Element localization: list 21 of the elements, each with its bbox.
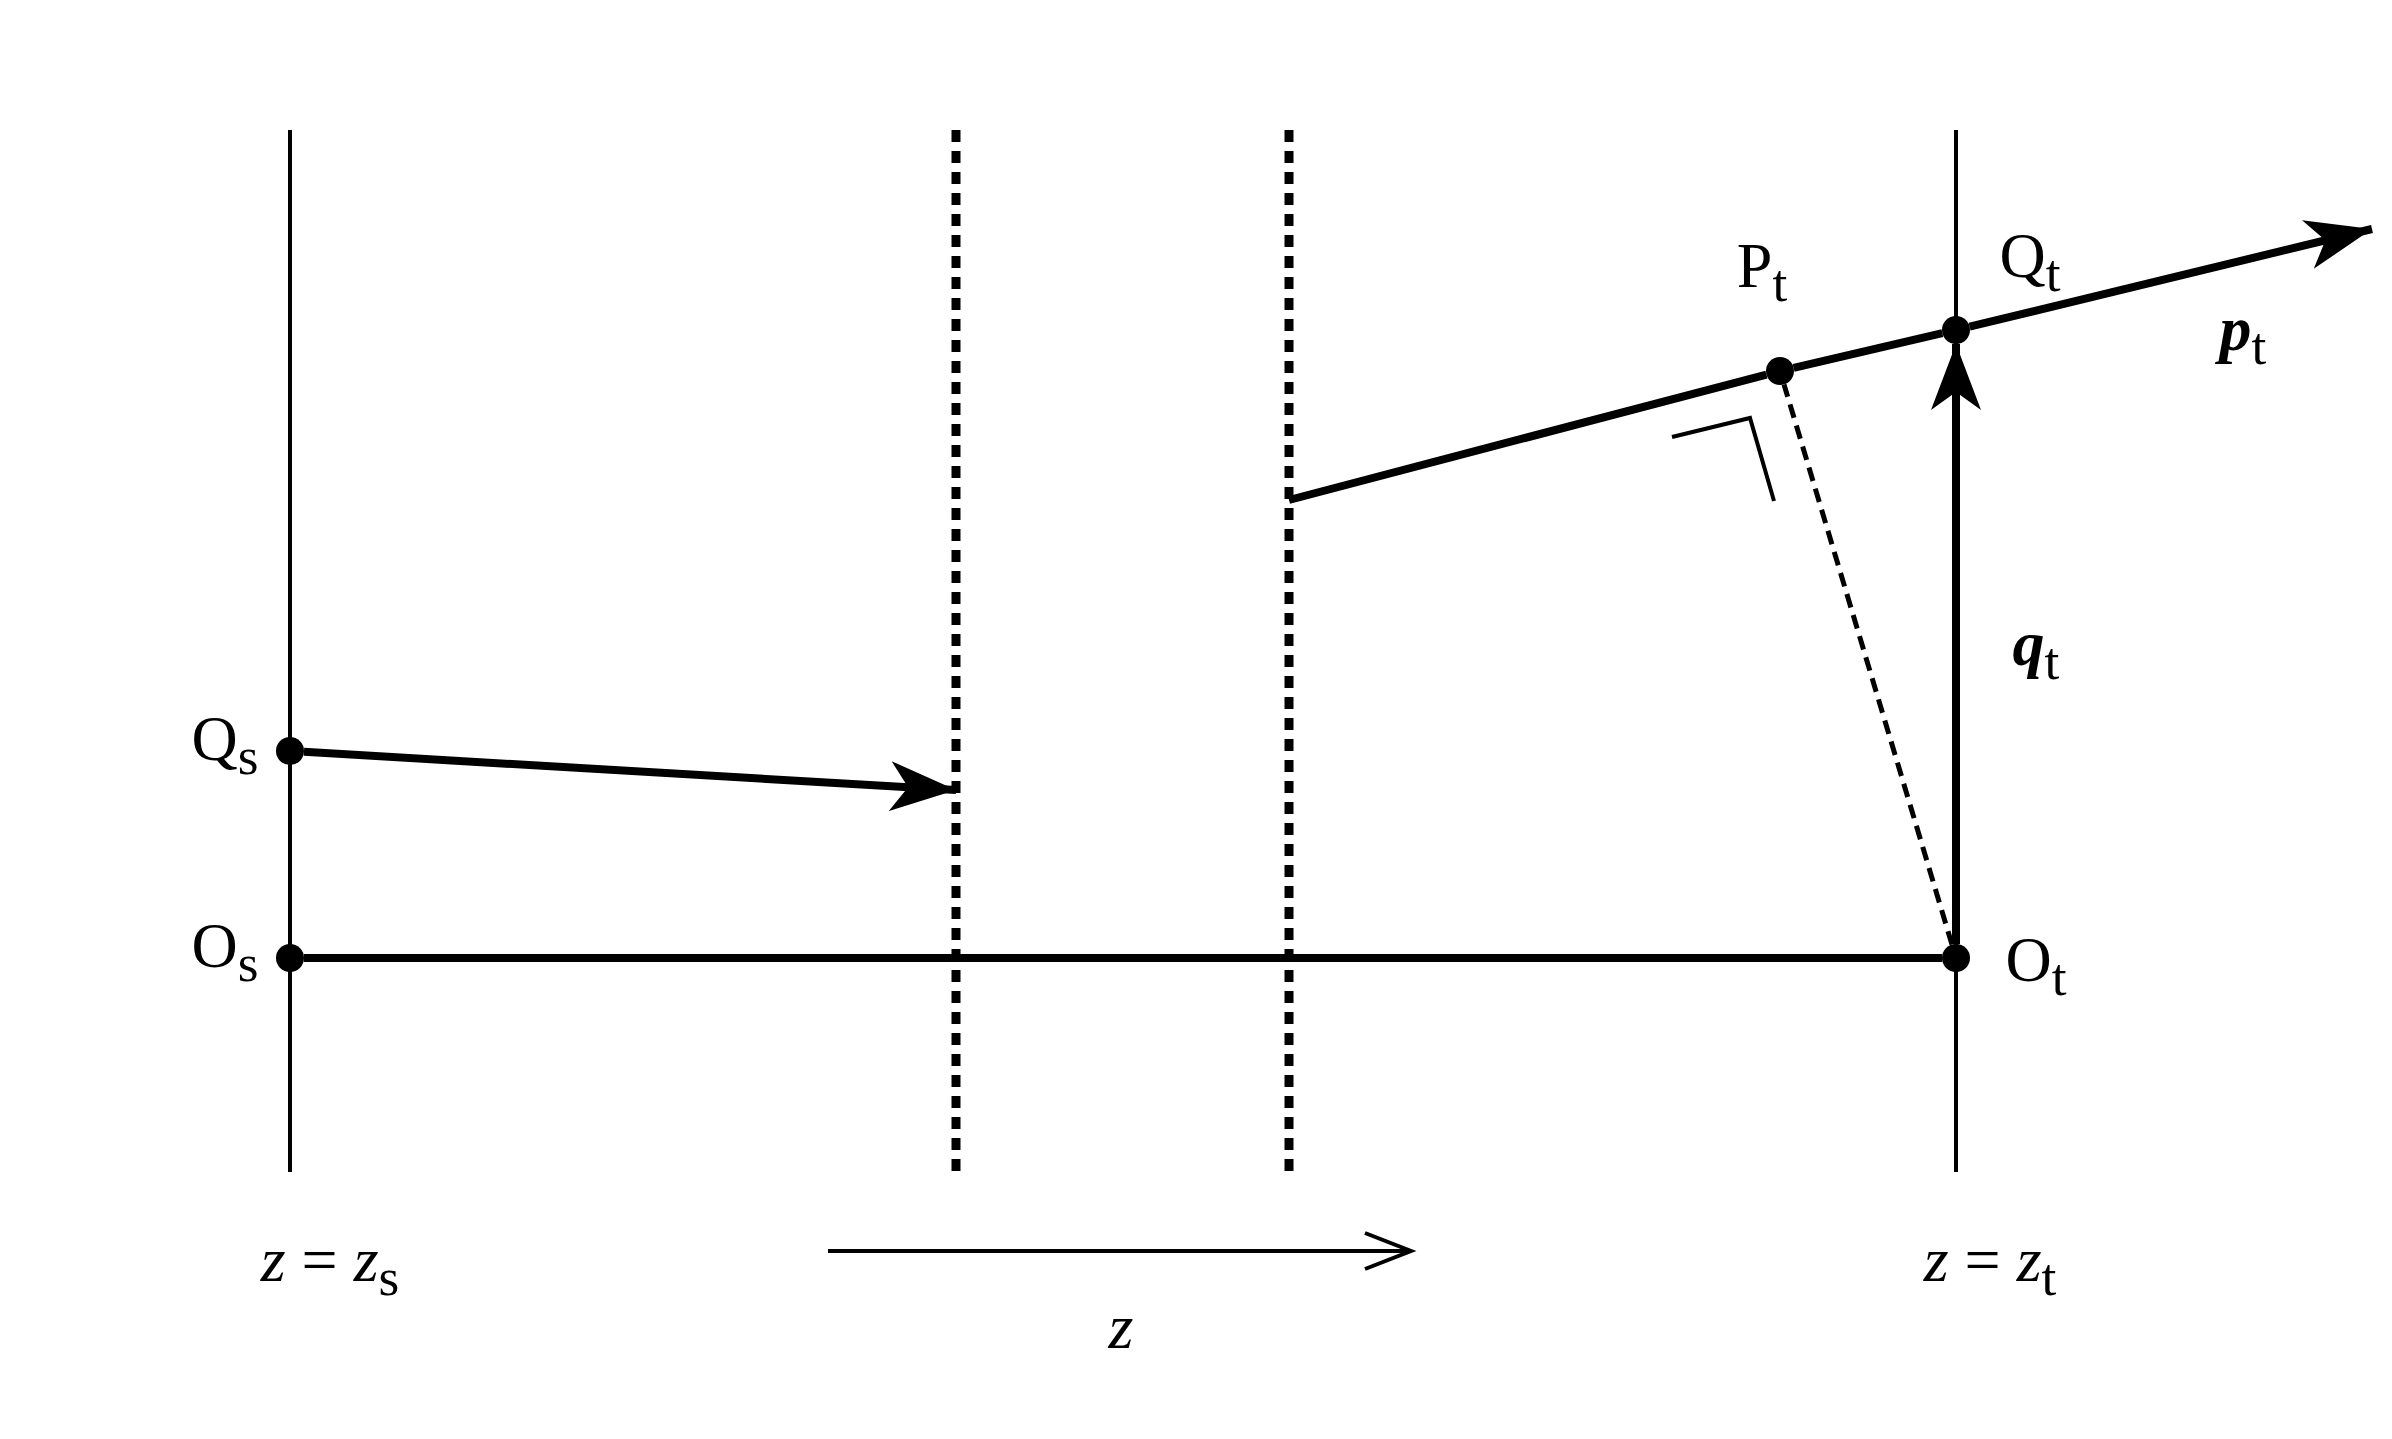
- point-label: O$_{s}$: [191, 913, 259, 991]
- point-label: Q$_{t}$: [1999, 223, 2061, 301]
- dashed-line: [1781, 383, 1955, 946]
- arrow: [303, 747, 957, 812]
- edge-label: q$_{t}$: [2012, 611, 2060, 689]
- point-dot: [276, 737, 304, 765]
- axis-label: z = z$_{t}$: [1923, 1227, 2057, 1305]
- axis-label: z: [1108, 1295, 1134, 1359]
- axis-label: z = z$_{s}$: [260, 1227, 400, 1305]
- point-dot: [1942, 944, 1970, 972]
- point-dot: [276, 944, 304, 972]
- line: [1288, 370, 1768, 504]
- point-dot: [1942, 316, 1970, 344]
- point-label: P$_{t}$: [1736, 233, 1788, 311]
- line: [1792, 329, 1944, 372]
- arrow: [1931, 344, 1981, 944]
- line: [304, 954, 1942, 962]
- arrow: [1968, 220, 2373, 331]
- point-label: Q$_{s}$: [191, 706, 259, 784]
- point-dot: [1766, 357, 1794, 385]
- point-label: O$_{t}$: [2005, 927, 2067, 1005]
